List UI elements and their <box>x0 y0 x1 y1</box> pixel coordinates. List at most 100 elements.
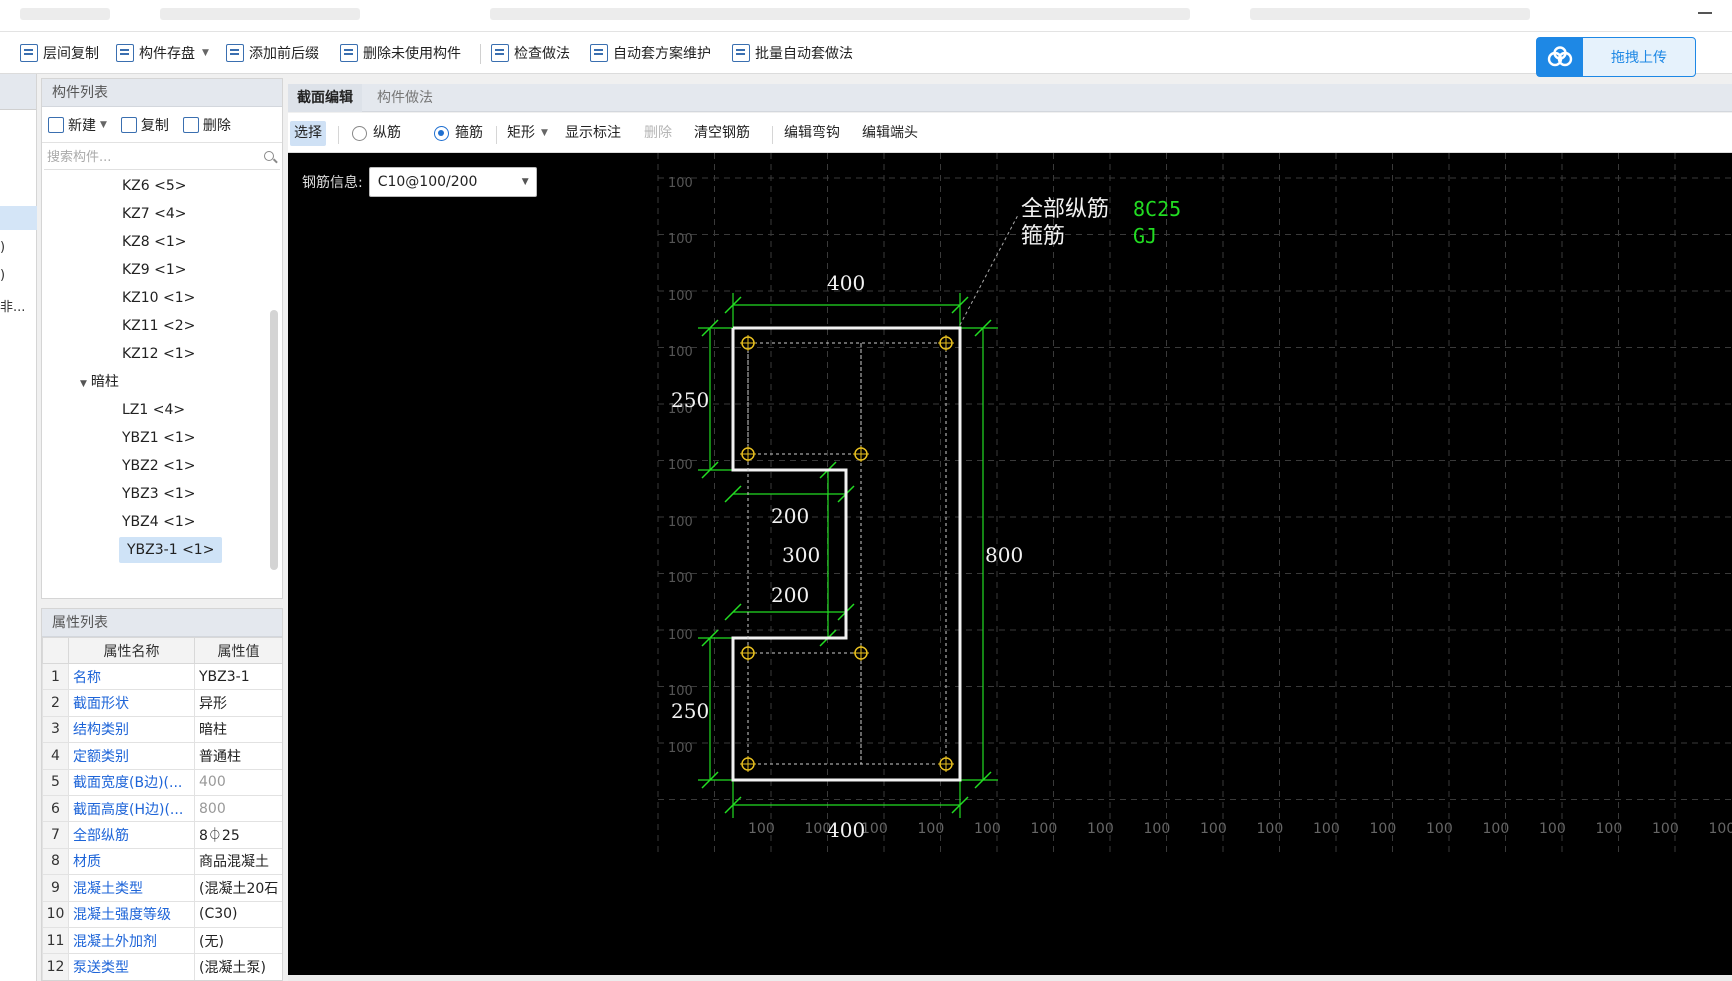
delete-component-button[interactable]: 删除 <box>182 115 231 135</box>
row-index: 2 <box>42 689 69 717</box>
property-value[interactable]: 商品混凝土 <box>194 847 282 876</box>
add-affix-icon <box>226 44 244 62</box>
check-method-label: 检查做法 <box>514 46 570 62</box>
tree-item[interactable]: YBZ2 <1> <box>122 458 196 474</box>
stirrup-radio[interactable]: 箍筋 <box>430 121 487 146</box>
left-strip-header <box>0 74 36 110</box>
component-list-title: 构件列表 <box>42 79 282 107</box>
rebar-info-select[interactable]: C10@100/200 ▼ <box>368 167 537 197</box>
grid-label: 100 <box>668 458 693 473</box>
title-bar <box>0 0 1732 32</box>
property-value[interactable]: 异形 <box>194 689 282 717</box>
component-save-button[interactable]: 构件存盘 ▼ <box>116 42 209 64</box>
property-header-value: 属性值 <box>194 637 282 664</box>
row-index: 9 <box>42 874 69 902</box>
left-strip-selected[interactable] <box>0 206 37 230</box>
tree-item[interactable]: KZ8 <1> <box>122 234 187 250</box>
property-value[interactable]: (混凝土泵) <box>194 953 282 980</box>
grid-label: 100 <box>1539 821 1566 837</box>
property-value[interactable]: 400 <box>194 768 282 796</box>
chevron-down-icon: ▼ <box>100 119 107 130</box>
tree-group-label: 暗柱 <box>90 374 119 390</box>
delete-button[interactable]: 删除 <box>644 125 672 141</box>
row-index: 12 <box>42 953 69 980</box>
edit-hook-button[interactable]: 编辑弯钩 <box>784 125 840 141</box>
longitudinal-radio[interactable]: 纵筋 <box>348 121 405 146</box>
grid-label: 100 <box>1709 821 1732 837</box>
dimension-notch-bottom: 200 <box>771 583 809 607</box>
component-search-input[interactable] <box>44 146 254 168</box>
editor-tabs: 截面编辑 构件做法 <box>288 84 1732 112</box>
rebar-info-value: C10@100/200 <box>377 174 478 190</box>
edit-end-button[interactable]: 编辑端头 <box>862 125 918 141</box>
new-component-button[interactable]: 新建 ▼ <box>48 115 107 135</box>
auto-scheme-button[interactable]: 自动套方案维护 <box>590 42 711 64</box>
batch-auto-icon <box>732 44 750 62</box>
clear-rebar-button[interactable]: 清空钢筋 <box>694 125 750 141</box>
tree-item[interactable]: KZ6 <5> <box>122 178 187 194</box>
delete-unused-button[interactable]: 删除未使用构件 <box>340 42 461 64</box>
minimize-button[interactable] <box>1698 12 1712 14</box>
tree-item[interactable]: KZ7 <4> <box>122 206 187 222</box>
grid-layer <box>657 153 1732 853</box>
tree-item-selected[interactable]: YBZ3-1 <1> <box>119 537 223 563</box>
tree-item[interactable]: KZ12 <1> <box>122 346 196 362</box>
floor-copy-button[interactable]: 层间复制 <box>20 42 99 64</box>
dimension-tick <box>701 771 719 789</box>
select-button[interactable]: 选择 <box>290 121 326 146</box>
drag-upload-button[interactable]: 拖拽上传 <box>1536 37 1696 77</box>
tree-item[interactable]: KZ11 <2> <box>122 318 196 334</box>
tree-scrollbar[interactable] <box>270 310 278 570</box>
batch-auto-button[interactable]: 批量自动套做法 <box>732 42 853 64</box>
property-value[interactable]: YBZ3-1 <box>194 662 282 691</box>
grid-label: 100 <box>1031 821 1058 837</box>
property-value[interactable]: (无) <box>194 926 282 955</box>
grid-label: 100 <box>668 176 693 191</box>
grid-label: 100 <box>1596 821 1623 837</box>
tree-group-hidden-column[interactable]: ▼暗柱 <box>80 369 119 395</box>
add-affix-button[interactable]: 添加前后缀 <box>226 42 319 64</box>
copy-component-button[interactable]: 复制 <box>120 115 169 135</box>
tree-item[interactable]: KZ9 <1> <box>122 262 187 278</box>
shape-dropdown[interactable]: 矩形 ▼ <box>503 121 552 146</box>
check-method-button[interactable]: 检查做法 <box>491 42 570 64</box>
tab-component-method[interactable]: 构件做法 <box>377 90 433 106</box>
show-label-button[interactable]: 显示标注 <box>565 125 621 141</box>
tree-item[interactable]: KZ10 <1> <box>122 290 196 306</box>
property-name: 泵送类型 <box>68 953 195 980</box>
check-method-icon <box>491 44 509 62</box>
tree-item[interactable]: YBZ3 <1> <box>122 486 196 502</box>
property-name: 混凝土类型 <box>68 874 195 902</box>
property-value[interactable]: 8⏀25 <box>194 821 282 849</box>
section-shape-layer <box>731 326 962 782</box>
property-value[interactable]: (C30) <box>194 900 282 928</box>
property-value[interactable]: 暗柱 <box>194 715 282 744</box>
property-name: 截面宽度(B边)(... <box>68 768 195 796</box>
tree-item[interactable]: YBZ4 <1> <box>122 514 196 530</box>
property-value[interactable]: 普通柱 <box>194 742 282 770</box>
property-value[interactable]: (混凝土20石 <box>194 874 282 902</box>
tree-item[interactable]: LZ1 <4> <box>122 402 186 418</box>
search-icon[interactable] <box>264 151 274 161</box>
property-value[interactable]: 800 <box>194 794 282 823</box>
tab-section-edit[interactable]: 截面编辑 <box>288 84 362 112</box>
bottom-scroll-strip[interactable] <box>288 975 1732 981</box>
rebar-info-label: 钢筋信息: <box>302 175 363 191</box>
dimension-tick <box>701 629 719 647</box>
tree-item[interactable]: YBZ1 <1> <box>122 430 196 446</box>
